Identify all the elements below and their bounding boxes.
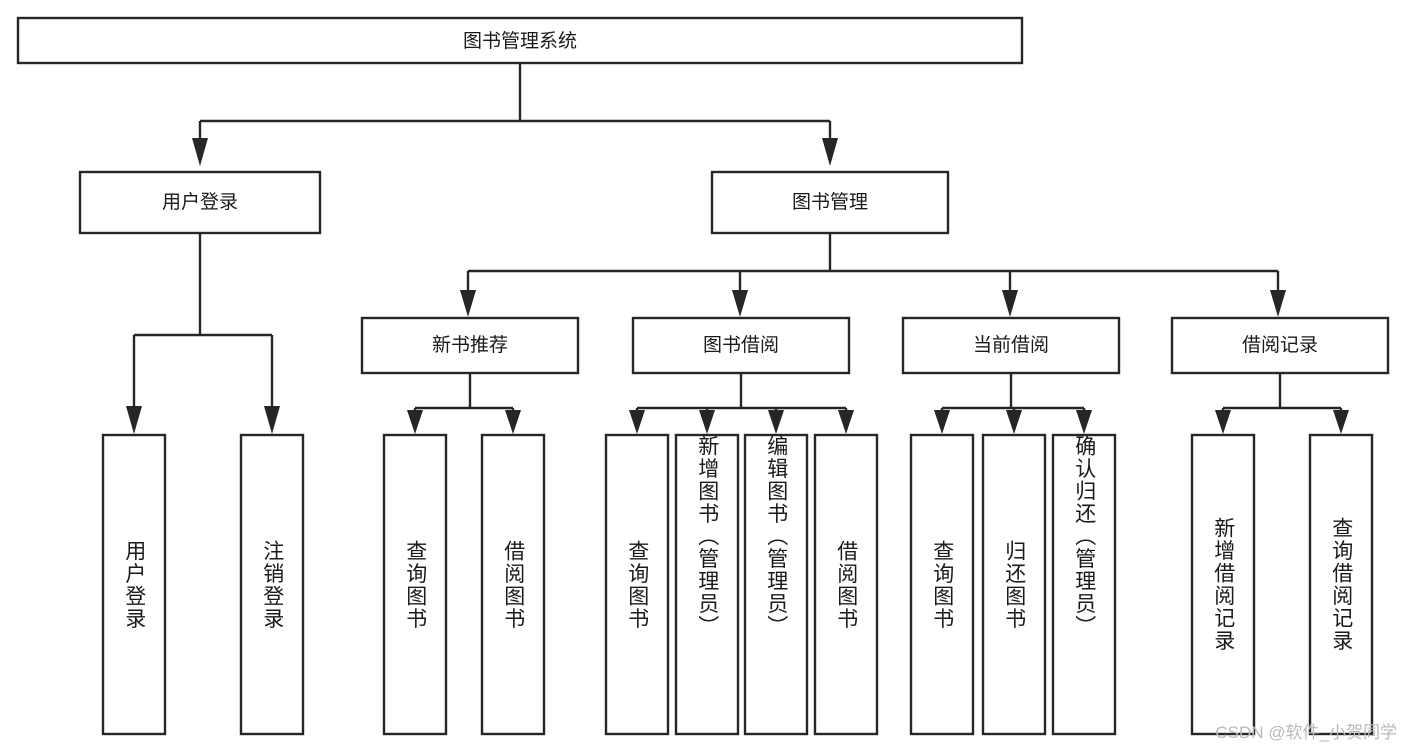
node-user-login-box[interactable] [78,170,322,235]
arrow-head-leaf-query-record [1333,410,1349,434]
connector-group-current-borrow [934,373,1092,434]
arrow-head-leaf-borrow-book [838,410,854,434]
node-book-borrow-box[interactable] [631,316,851,375]
node-new-book-recommend[interactable]: 新书推荐 [360,316,580,375]
connector-group-root [192,63,838,166]
leaf-box-return-book[interactable] [981,433,1047,736]
node-current-borrow-label: 当前借阅 [973,334,1049,356]
arrow-head-leaf-confirm-return [1076,410,1092,434]
arrow-head-new-book-recommend [460,290,476,317]
arrow-head-current-borrow [1002,290,1018,317]
leaf-box-add-record[interactable] [1190,433,1256,736]
node-new-book-recommend-label: 新书推荐 [432,334,508,356]
connector-group-user-login [126,233,280,434]
arrow-head-borrow-record [1270,290,1286,317]
leaf-box-query-book-cur[interactable] [909,433,975,736]
node-user-login-label: 用户登录 [162,191,238,213]
arrow-head-book-borrow [732,290,748,317]
arrow-head-leaf-user-login [126,406,142,434]
node-user-login[interactable]: 用户登录 [78,170,322,235]
arrow-head-leaf-query-book-rec [407,410,423,434]
node-book-borrow[interactable]: 图书借阅 [631,316,851,375]
node-borrow-record-box[interactable] [1170,316,1390,375]
leaf-box-query-book-borrow[interactable] [604,433,670,736]
arrow-head-leaf-return-book [1006,410,1022,434]
node-root-box[interactable] [16,16,1024,65]
leaf-boxes-group [101,433,1374,736]
arrow-head-leaf-query-book-cur [934,410,950,434]
connector-group-book-manage [460,233,1286,317]
arrow-head-leaf-user-logout [264,406,280,434]
arrow-head-leaf-add-book [699,410,715,434]
node-new-book-recommend-box[interactable] [360,316,580,375]
arrow-head-user-login [192,138,208,166]
arrow-head-leaf-edit-book [768,410,784,434]
node-borrow-record-label: 借阅记录 [1242,334,1318,356]
node-book-manage-box[interactable] [710,170,950,235]
arrow-head-leaf-add-record [1215,410,1231,434]
node-book-manage-label: 图书管理 [792,191,868,213]
leaf-box-user-logout[interactable] [239,433,305,736]
node-borrow-record[interactable]: 借阅记录 [1170,316,1390,375]
node-current-borrow[interactable]: 当前借阅 [901,316,1121,375]
arrow-head-leaf-query-book-borrow [629,410,645,434]
node-root[interactable]: 图书管理系统 [16,16,1024,65]
leaf-box-borrow-book[interactable] [813,433,879,736]
node-book-manage[interactable]: 图书管理 [710,170,950,235]
leaf-box-edit-book[interactable] [743,433,809,736]
leaf-box-user-login[interactable] [101,433,167,736]
connector-group-new-book-recommend [407,373,521,434]
arrow-head-leaf-borrow-book-rec [505,410,521,434]
leaf-box-confirm-return[interactable] [1051,433,1117,736]
arrow-head-book-manage [822,138,838,166]
node-root-label: 图书管理系统 [463,30,577,52]
connector-group-book-borrow [629,373,854,434]
node-current-borrow-box[interactable] [901,316,1121,375]
leaf-box-borrow-book-rec[interactable] [480,433,546,736]
leaf-box-query-record[interactable] [1308,433,1374,736]
connector-group-borrow-record [1215,373,1349,434]
leaf-box-add-book[interactable] [674,433,740,736]
leaf-box-query-book-rec[interactable] [382,433,448,736]
node-book-borrow-label: 图书借阅 [703,334,779,356]
